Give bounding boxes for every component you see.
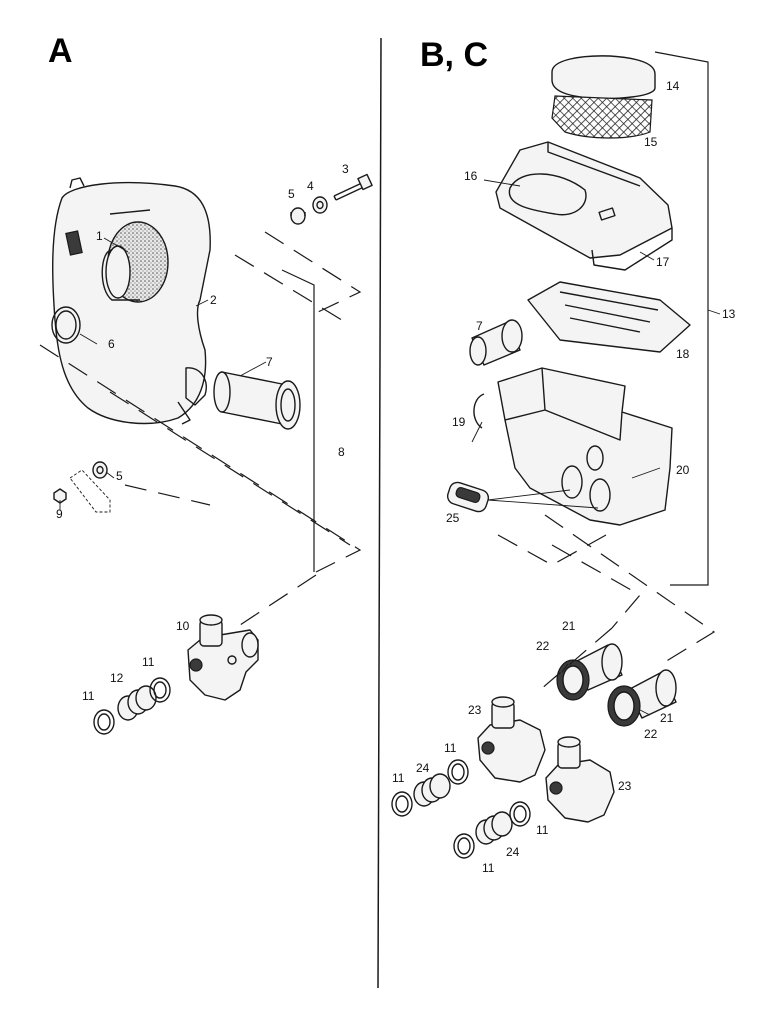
- callout-12: 12: [110, 671, 124, 685]
- callout-8: 8: [338, 445, 345, 459]
- intake-pipe-bc: [469, 319, 523, 366]
- airbox-lid: [495, 141, 673, 271]
- carb-clamp: [149, 677, 171, 703]
- callout-1: 1: [96, 229, 103, 243]
- section-title-a: A: [48, 32, 73, 70]
- carburetor-bc-2: [545, 736, 615, 823]
- callout-14: 14: [666, 79, 680, 93]
- section-title-bc: B, C: [420, 36, 488, 74]
- callout-17: 17: [656, 255, 670, 269]
- callout-23a: 23: [468, 703, 482, 717]
- callout-4: 4: [307, 179, 314, 193]
- callout-11b: 11: [82, 689, 95, 703]
- callouts-bc: 14 15 16 17 13 7 18 19 20 25 21 22 21 22…: [392, 79, 736, 875]
- callout-15: 15: [644, 135, 658, 149]
- callout-21b: 21: [660, 711, 674, 725]
- callout-7-bc: 7: [476, 319, 483, 333]
- callout-2: 2: [210, 293, 217, 307]
- carburetor-bc-1: [477, 696, 546, 783]
- callout-24b: 24: [506, 845, 520, 859]
- spacer: [290, 207, 306, 225]
- callout-5: 5: [288, 187, 295, 201]
- callout-7: 7: [266, 355, 273, 369]
- retaining-clip: [473, 393, 485, 429]
- callout-11f: 11: [482, 861, 495, 875]
- callout-25: 25: [446, 511, 460, 525]
- callout-11a: 11: [142, 655, 155, 669]
- callout-22a: 22: [536, 639, 550, 653]
- callout-16: 16: [464, 169, 478, 183]
- lower-spacer: [92, 461, 108, 479]
- carb-sleeve: [475, 811, 513, 845]
- callout-22b: 22: [644, 727, 658, 741]
- section-bc-parts: [391, 51, 716, 859]
- callout-6: 6: [108, 337, 115, 351]
- carb-sleeve: [117, 685, 157, 721]
- carb-clamp: [509, 801, 531, 827]
- callout-19: 19: [452, 415, 466, 429]
- filter-mesh: [551, 95, 653, 139]
- callout-13: 13: [722, 307, 736, 321]
- baffle-plate: [527, 281, 691, 353]
- callout-18: 18: [676, 347, 690, 361]
- callout-leaders: [59, 179, 721, 716]
- carb-clamp: [93, 709, 115, 735]
- rubber-grommet: [446, 481, 490, 513]
- callout-11e: 11: [536, 823, 549, 837]
- lower-bracket: [69, 469, 111, 513]
- nut: [53, 488, 67, 504]
- airbox-housing: [52, 177, 211, 425]
- callout-24a: 24: [416, 761, 430, 775]
- callout-11d: 11: [392, 771, 405, 785]
- intake-sleeve: [607, 669, 677, 727]
- callout-3: 3: [342, 162, 349, 176]
- airbox-body: [497, 367, 673, 526]
- hose-clamp: [51, 306, 81, 344]
- intake-boot: [101, 221, 169, 303]
- callout-11c: 11: [444, 741, 457, 755]
- bolt: [333, 173, 373, 201]
- washer: [312, 196, 328, 214]
- carb-sleeve: [413, 773, 451, 807]
- carburetor-a: [187, 614, 259, 701]
- callout-20: 20: [676, 463, 690, 477]
- callout-9: 9: [56, 507, 63, 521]
- carb-clamp: [453, 833, 475, 859]
- intake-sleeve: [556, 643, 623, 701]
- callouts-a: 1 2 3 4 5 6 7 8 5 9 10 11 12 11: [56, 162, 349, 703]
- section-a-parts: [39, 173, 373, 735]
- callout-23b: 23: [618, 779, 632, 793]
- filter-cover: [551, 55, 656, 100]
- callout-5b: 5: [116, 469, 123, 483]
- callout-21a: 21: [562, 619, 576, 633]
- carb-clamp: [391, 791, 413, 817]
- callout-10: 10: [176, 619, 190, 633]
- intake-pipe: [213, 371, 301, 430]
- section-divider: [377, 37, 382, 989]
- carb-clamp: [447, 759, 469, 785]
